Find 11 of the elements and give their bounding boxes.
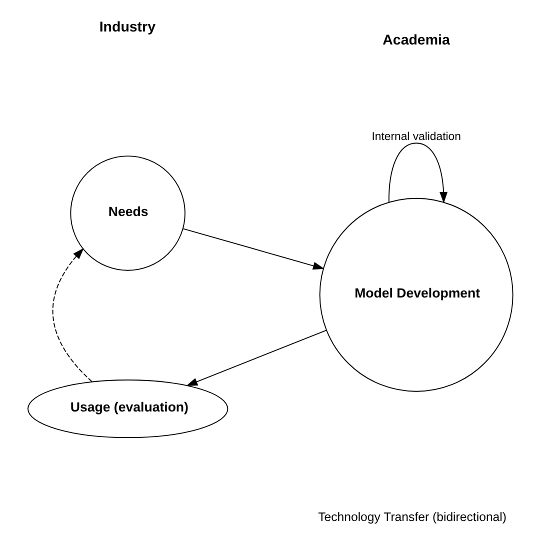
label: Academia [382, 32, 450, 49]
edge-label: Internal validation [372, 130, 461, 143]
node-circle: Needs [70, 156, 186, 271]
arrow [186, 330, 327, 386]
label: Industry [99, 19, 156, 36]
arrow [52, 248, 92, 382]
node-circle: Model Development [319, 198, 514, 392]
label: Technology Transfer (bidirectional) [318, 510, 507, 524]
arrow [182, 228, 324, 270]
node-ellipse: Usage (evaluation) [27, 380, 228, 438]
arrow [388, 142, 448, 204]
